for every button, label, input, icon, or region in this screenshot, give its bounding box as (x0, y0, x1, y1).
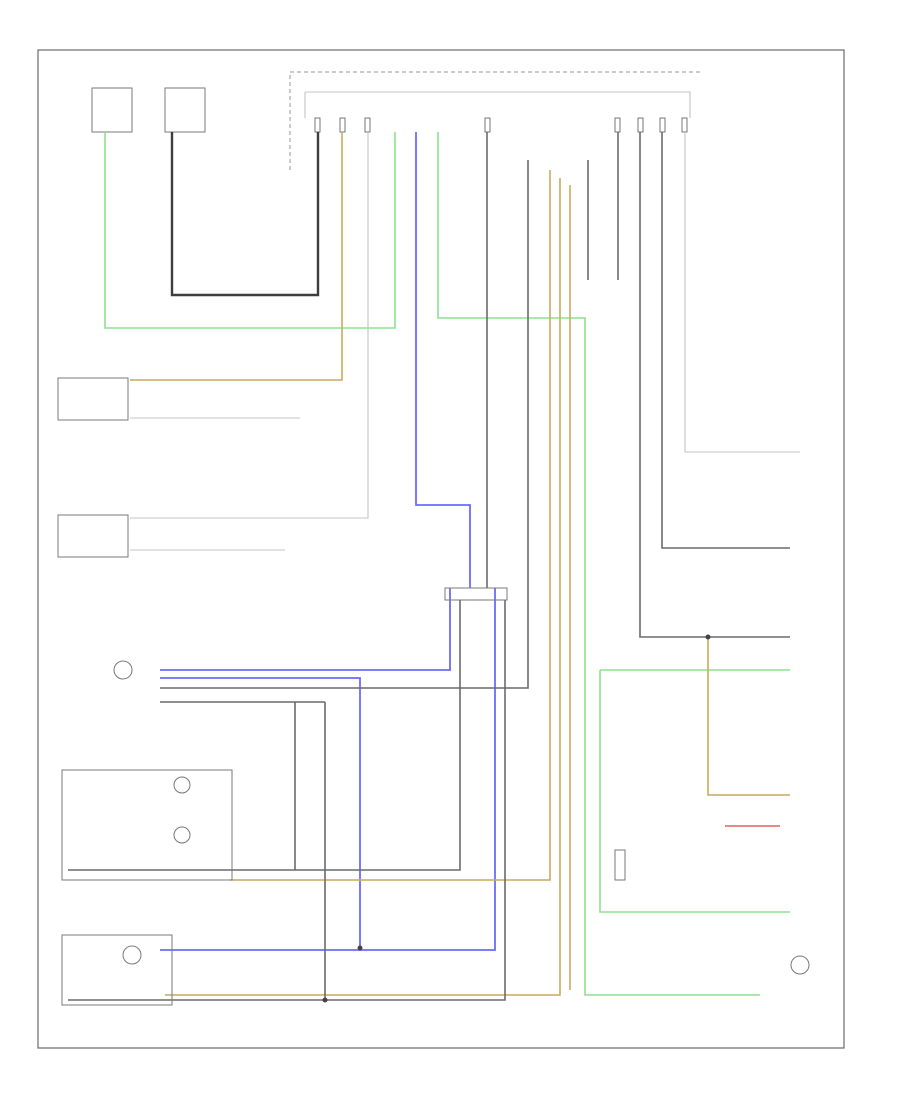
junction-dot-2 (357, 945, 363, 951)
junction-box (444, 587, 508, 601)
ecu-enclosure-outline (289, 71, 700, 170)
rf-door-switch-box (57, 514, 129, 558)
map-light-box (61, 769, 233, 881)
junction-dot-1 (322, 997, 328, 1003)
junction-drop-2 (68, 600, 506, 1001)
wire-dark-fuse-to-ecu (170, 132, 320, 297)
junction-drop-1 (68, 600, 461, 871)
wire-green-back-door (599, 670, 790, 913)
ground-box (614, 849, 626, 881)
map-light-lamp-2-icon (173, 826, 191, 844)
lf-door-switch-box (57, 377, 129, 421)
junction-dot-3 (705, 634, 711, 640)
map-light-2-box (61, 934, 173, 1006)
room-light-2-lamp-icon (790, 955, 810, 975)
map-light-lamp-1-icon (173, 776, 191, 794)
wire-blue-map-light (160, 588, 496, 951)
wire-tan-map-light-2 (165, 178, 561, 996)
wire-tan-luggage (707, 637, 790, 796)
wire-green-right (437, 132, 760, 996)
wire-ecu-right-1 (684, 132, 800, 453)
fuse-box-2 (164, 87, 206, 133)
wire-blue-main (415, 132, 471, 588)
wire-tan-lf-door (130, 132, 343, 381)
wire-ecu-right-3 (639, 132, 790, 638)
wire-ecu-right-2 (661, 132, 790, 549)
ecu-pin-group (314, 117, 688, 133)
wire-gray-rf-door (130, 132, 369, 519)
map-light-2-lamp-icon (122, 945, 142, 965)
wire-blue-room-light (160, 588, 451, 671)
wire-tan-map-light-1 (230, 170, 551, 881)
wire-blue-room-light-2 (160, 677, 361, 948)
ecu-inner-line (305, 91, 691, 118)
room-light-lamp-icon (113, 660, 133, 680)
wire-gray-ecu-528 (160, 160, 529, 689)
fuse-box-1 (91, 87, 133, 133)
wire-green-fuse-1 (104, 132, 396, 329)
diagram-frame (37, 49, 845, 1049)
